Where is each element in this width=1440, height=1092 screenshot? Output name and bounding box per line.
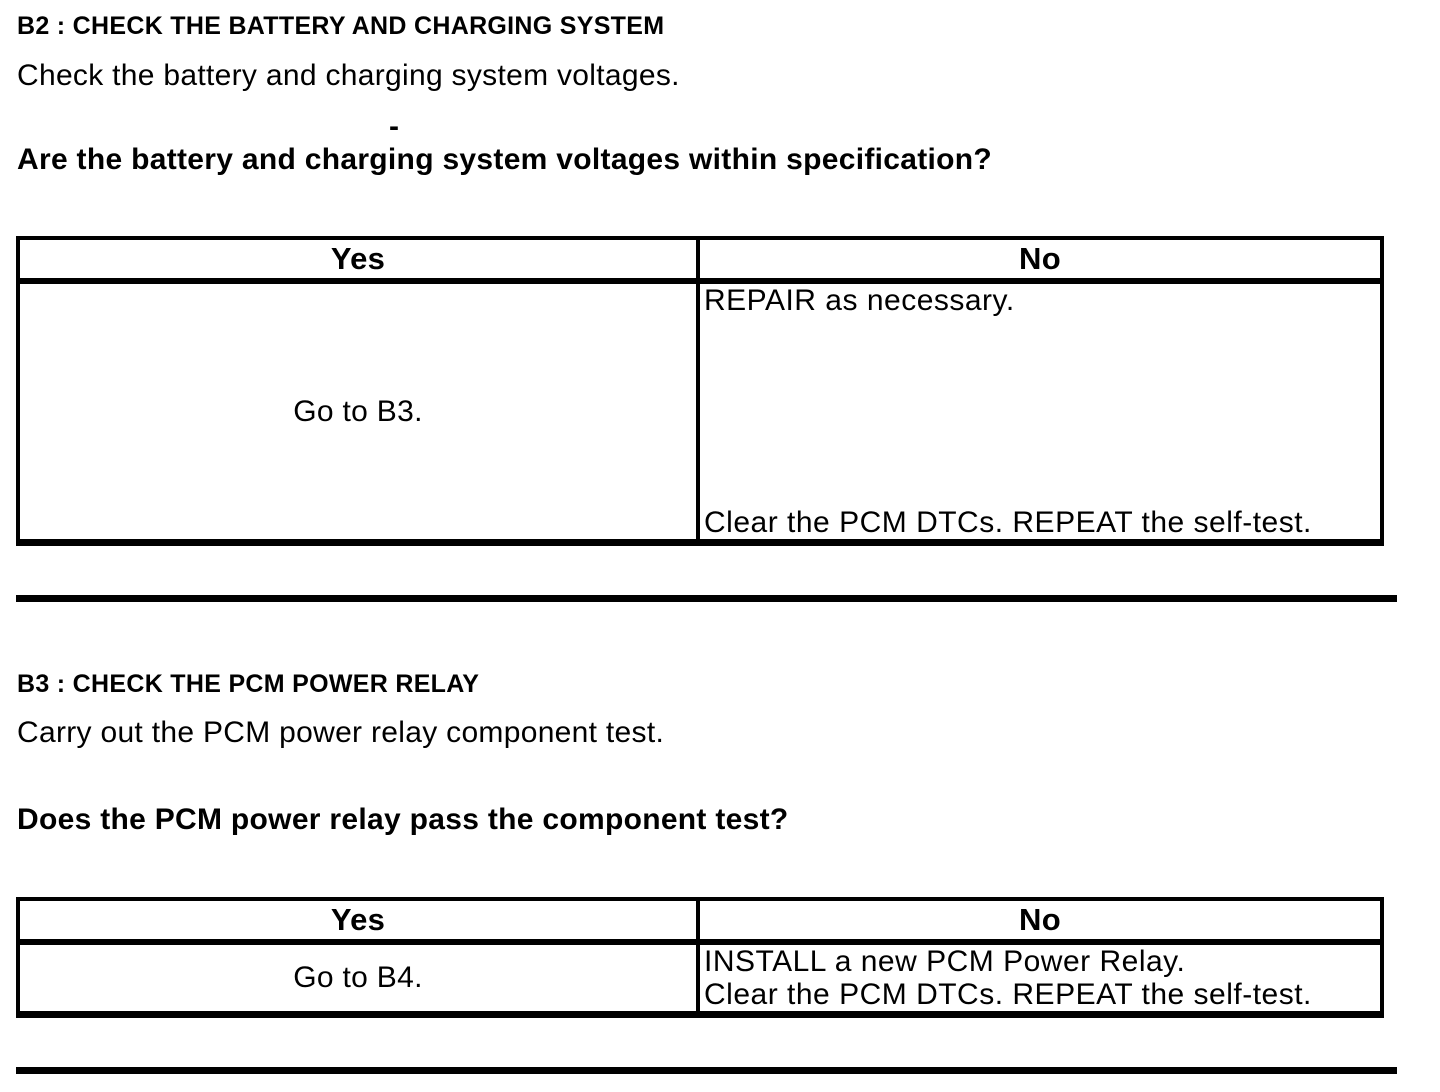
decision-table-b2-no-cell: REPAIR as necessary. Clear the PCM DTCs.… xyxy=(700,284,1380,539)
decision-table-b2-no-action-1: REPAIR as necessary. xyxy=(704,284,1015,317)
decision-table-b3-body-row: Go to B4. INSTALL a new PCM Power Relay.… xyxy=(20,945,1380,1011)
step-b3-instruction: Carry out the PCM power relay component … xyxy=(17,716,665,749)
decision-table-b3-no-cell: INSTALL a new PCM Power Relay. Clear the… xyxy=(700,945,1380,1011)
decision-table-b3-no-action-2: Clear the PCM DTCs. REPEAT the self-test… xyxy=(704,978,1312,1011)
decision-table-b3-header-yes: Yes xyxy=(20,901,700,939)
decision-table-b3-no-action-1: INSTALL a new PCM Power Relay. xyxy=(704,945,1186,978)
step-b2-heading: B2 : CHECK THE BATTERY AND CHARGING SYST… xyxy=(17,12,665,40)
step-b2-instruction: Check the battery and charging system vo… xyxy=(17,59,680,92)
decision-table-b2-yes-action: Go to B3. xyxy=(20,284,700,539)
section-divider-rule xyxy=(16,595,1397,602)
stray-scan-mark: - xyxy=(389,110,399,143)
decision-table-b3-yes-action: Go to B4. xyxy=(20,945,700,1011)
decision-table-b3: Yes No Go to B4. INSTALL a new PCM Power… xyxy=(16,897,1384,1018)
step-b3-question: Does the PCM power relay pass the compon… xyxy=(17,803,789,836)
decision-table-b3-header-row: Yes No xyxy=(20,901,1380,945)
step-b3-heading: B3 : CHECK THE PCM POWER RELAY xyxy=(17,670,480,698)
step-b2-question: Are the battery and charging system volt… xyxy=(17,143,993,176)
page-bottom-rule xyxy=(16,1067,1397,1074)
decision-table-b2-header-row: Yes No xyxy=(20,240,1380,284)
decision-table-b3-header-no: No xyxy=(1019,902,1061,937)
decision-table-b2-no-action-2: Clear the PCM DTCs. REPEAT the self-test… xyxy=(704,506,1312,539)
decision-table-b2-body-row: Go to B3. REPAIR as necessary. Clear the… xyxy=(20,284,1380,539)
decision-table-b2: Yes No Go to B3. REPAIR as necessary. Cl… xyxy=(16,236,1384,546)
decision-table-b2-header-no: No xyxy=(1019,241,1061,276)
decision-table-b2-header-yes: Yes xyxy=(20,240,700,278)
